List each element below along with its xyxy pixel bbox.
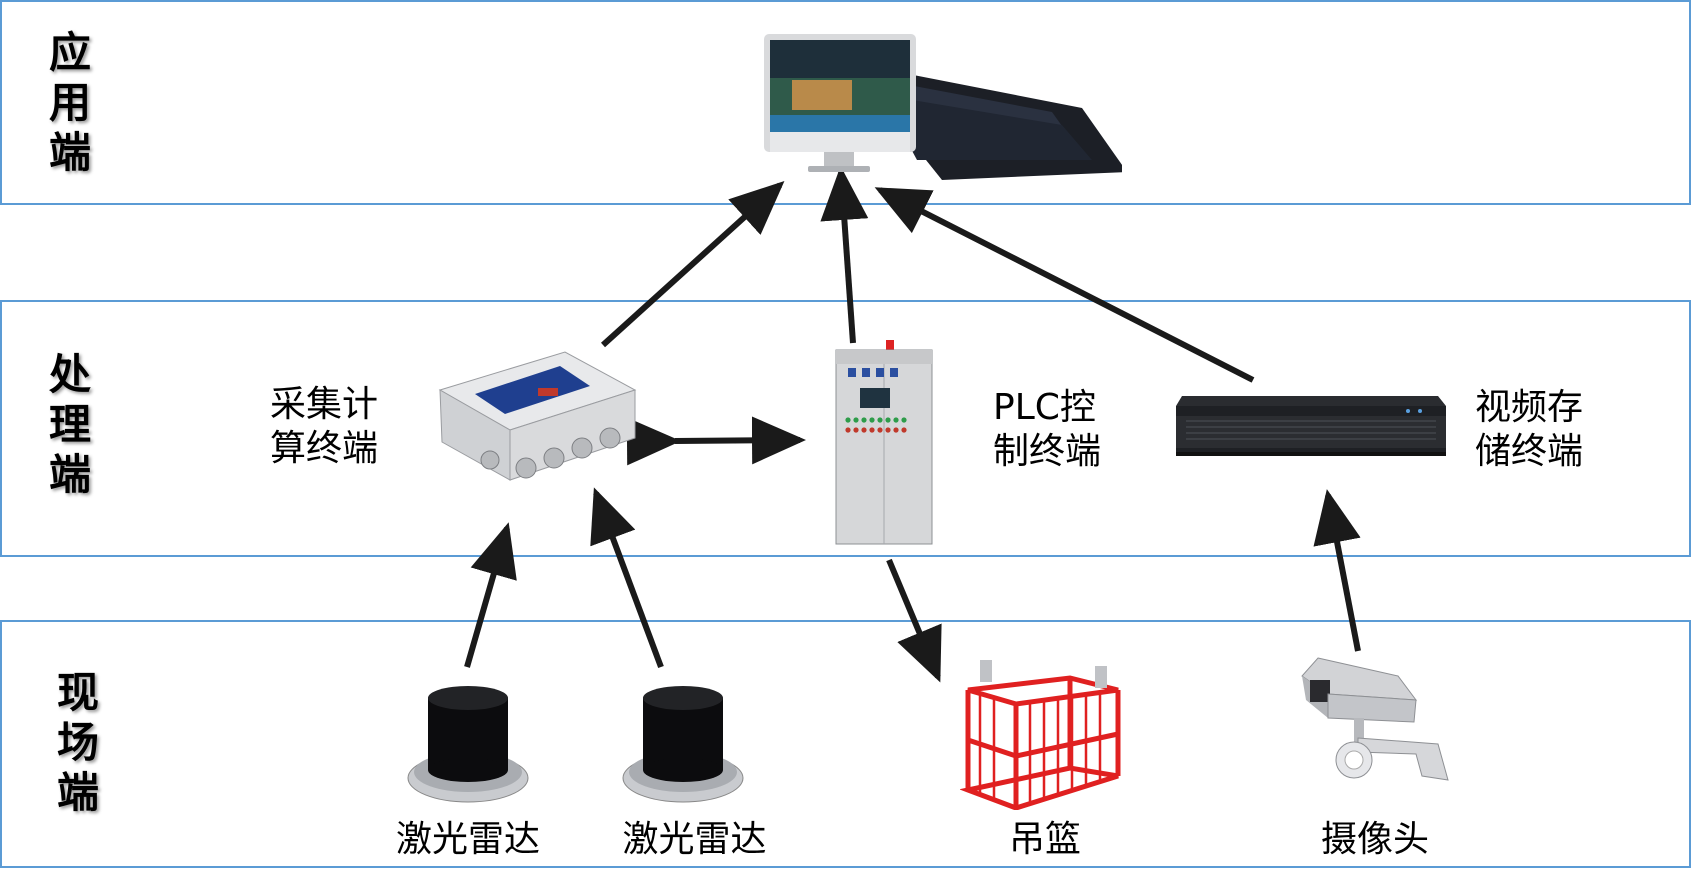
arrow-lidar2-to-collector bbox=[590, 487, 664, 669]
collector-label: 采集计 算终端 bbox=[270, 384, 379, 469]
desktop-monitor-icon bbox=[752, 20, 1127, 180]
junction-box-icon bbox=[430, 350, 640, 510]
layer-title-app: 应 用 端 bbox=[48, 28, 91, 177]
layer-title-processing: 处 理 端 bbox=[48, 350, 91, 499]
lidar1-label: 激光雷达 bbox=[395, 819, 540, 860]
arrow-collector-plc-bidirectional bbox=[626, 416, 806, 466]
camera-label: 摄像头 bbox=[1320, 819, 1429, 860]
arrow-collector-to-app bbox=[600, 180, 785, 348]
lidar-sensor-icon bbox=[403, 680, 533, 805]
arrow-nvr-to-app bbox=[874, 187, 1255, 383]
security-camera-icon bbox=[1298, 648, 1453, 790]
arrow-camera-to-nvr bbox=[1313, 489, 1361, 652]
layer-title-field: 现 场 端 bbox=[56, 668, 99, 817]
nvr-recorder-icon bbox=[1176, 388, 1446, 462]
arrow-lidar1-to-collector bbox=[464, 522, 517, 668]
gondola-basket-icon bbox=[959, 650, 1125, 811]
nvr-label: 视频存 储终端 bbox=[1475, 387, 1584, 472]
arrow-plc-to-gondola bbox=[886, 558, 942, 683]
gondola-label: 吊篮 bbox=[1008, 819, 1081, 860]
plc-label: PLC控 制终端 bbox=[993, 387, 1102, 472]
control-cabinet-icon bbox=[830, 338, 940, 548]
lidar-sensor-icon bbox=[618, 680, 748, 805]
arrow-plc-to-app bbox=[820, 166, 869, 344]
lidar2-label: 激光雷达 bbox=[622, 819, 767, 860]
